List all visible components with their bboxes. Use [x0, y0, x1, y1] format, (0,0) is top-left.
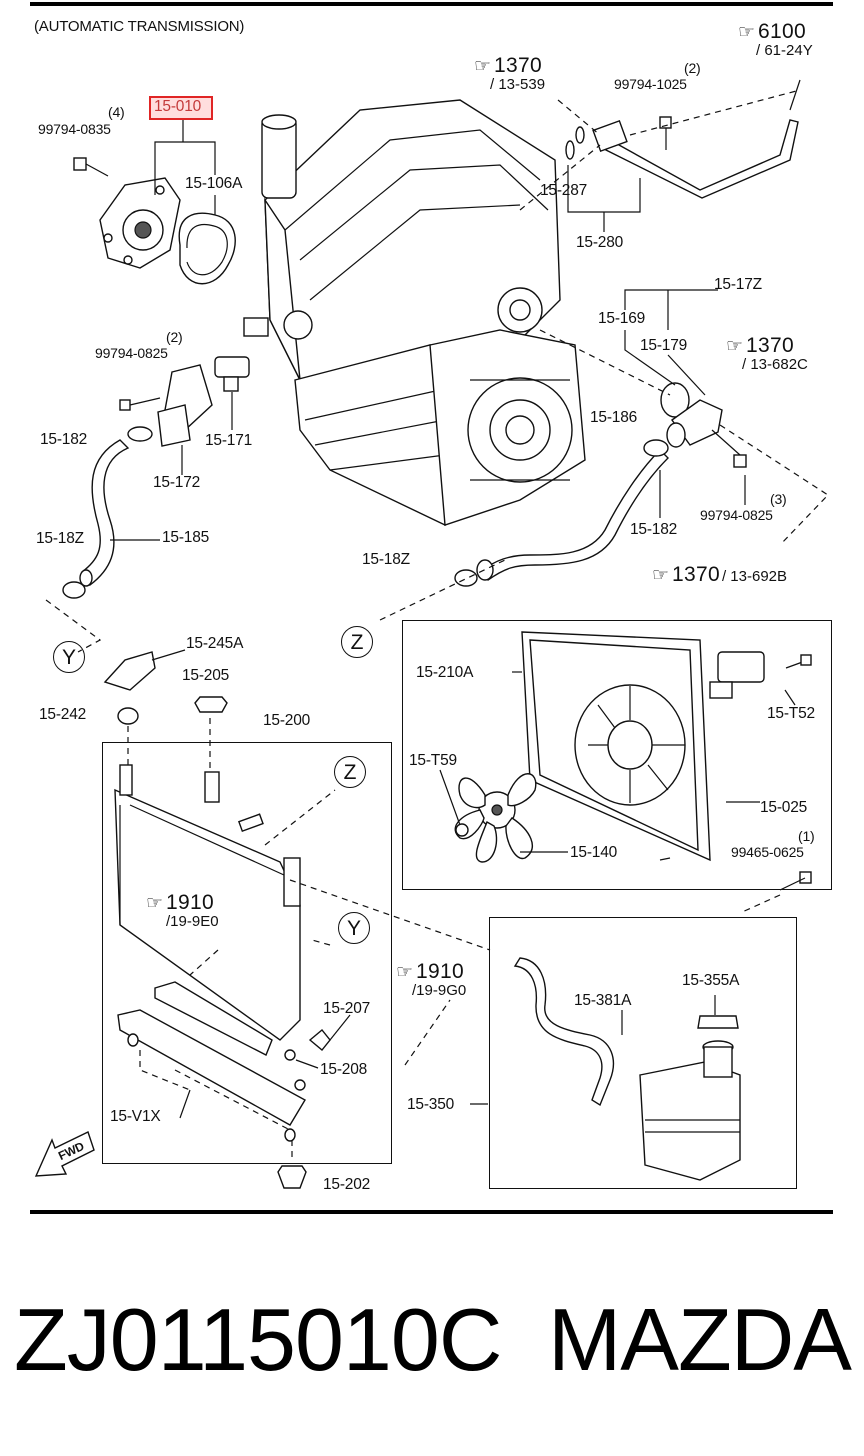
pointing-hand-icon: ☞ — [146, 893, 164, 914]
label-15-355A[interactable]: 15-355A — [682, 972, 740, 989]
brand-name: MAZDA — [548, 1290, 852, 1389]
ref-1910-9E0[interactable]: ☞1910 /19-9E0 — [146, 891, 219, 930]
ref-1910-9G0[interactable]: ☞1910 /19-9G0 — [396, 960, 467, 999]
label-qty-2a: (2) — [684, 60, 701, 76]
label-15-025[interactable]: 15-025 — [760, 799, 808, 816]
label-99794-0835[interactable]: 99794-0835 — [38, 121, 111, 137]
radiator-drawing — [114, 764, 306, 1142]
label-15-210A[interactable]: 15-210A — [416, 664, 474, 681]
label-qty-4: (4) — [108, 104, 125, 120]
label-15-182-a[interactable]: 15-182 — [40, 431, 88, 448]
label-qty-3: (3) — [770, 491, 787, 507]
label-15-17Z[interactable]: 15-17Z — [714, 276, 762, 293]
pointing-hand-icon: ☞ — [474, 56, 492, 77]
pointing-hand-icon: ☞ — [396, 962, 414, 983]
highlighted-part-box — [149, 96, 213, 120]
reservoir-group-box — [489, 917, 797, 1189]
label-qty-2b: (2) — [166, 329, 183, 345]
label-15-106A[interactable]: 15-106A — [185, 175, 243, 192]
label-99794-0825-a[interactable]: 99794-0825 — [95, 345, 168, 361]
water-pipe-drawing — [565, 116, 799, 199]
fan-shroud-drawing — [454, 631, 812, 863]
water-outlet-drawing — [660, 382, 747, 468]
label-15-245A[interactable]: 15-245A — [186, 635, 244, 652]
marker-Z-1: Z — [341, 626, 373, 658]
ref-1370-692B[interactable]: ☞1370/ 13-692B — [652, 563, 788, 586]
diagram-title: (AUTOMATIC TRANSMISSION) — [34, 18, 245, 35]
top-rule — [30, 2, 833, 6]
label-15-V1X[interactable]: 15-V1X — [110, 1108, 161, 1125]
label-15-208[interactable]: 15-208 — [320, 1061, 368, 1078]
label-15-202[interactable]: 15-202 — [323, 1176, 371, 1193]
thermostat-drawing — [119, 356, 250, 447]
label-15-18Z-b[interactable]: 15-18Z — [362, 551, 410, 568]
ref-1370-682C[interactable]: ☞1370 / 13-682C — [726, 334, 808, 373]
ref-1370-539[interactable]: ☞1370 / 13-539 — [474, 54, 546, 93]
coolant-reservoir-drawing — [513, 957, 741, 1181]
label-99465-0625[interactable]: 99465-0625 — [731, 844, 804, 860]
label-15-185[interactable]: 15-185 — [162, 529, 210, 546]
fwd-arrow-icon — [34, 1131, 95, 1177]
pointing-hand-icon: ☞ — [726, 336, 744, 357]
radiator-group-box — [102, 742, 392, 1164]
label-15-T52[interactable]: 15-T52 — [767, 705, 815, 722]
label-99794-0825-b[interactable]: 99794-0825 — [700, 507, 773, 523]
label-15-140[interactable]: 15-140 — [570, 844, 618, 861]
marker-Y-1: Y — [53, 641, 85, 673]
label-15-172[interactable]: 15-172 — [153, 474, 201, 491]
pointing-hand-icon: ☞ — [652, 565, 670, 586]
bottom-rule — [30, 1210, 833, 1214]
label-15-350[interactable]: 15-350 — [407, 1096, 455, 1113]
marker-Y-2: Y — [338, 912, 370, 944]
hose-15-185-drawing — [81, 439, 130, 587]
fan-group-box — [402, 620, 832, 890]
water-pump-drawing — [73, 157, 236, 285]
part-number: ZJ0115010C — [14, 1290, 502, 1389]
label-15-200[interactable]: 15-200 — [263, 712, 311, 729]
label-15-287[interactable]: 15-287 — [540, 182, 588, 199]
label-15-010[interactable]: 15-010 — [154, 98, 202, 115]
label-15-205[interactable]: 15-205 — [182, 667, 230, 684]
marker-Z-2: Z — [334, 756, 366, 788]
engine-block-drawing — [243, 99, 586, 527]
label-15-169[interactable]: 15-169 — [598, 310, 646, 327]
label-15-171[interactable]: 15-171 — [205, 432, 253, 449]
label-15-381A[interactable]: 15-381A — [574, 992, 632, 1009]
label-15-280[interactable]: 15-280 — [576, 234, 624, 251]
label-15-179[interactable]: 15-179 — [640, 337, 688, 354]
pointing-hand-icon: ☞ — [738, 22, 756, 43]
label-15-186[interactable]: 15-186 — [590, 409, 638, 426]
label-15-207[interactable]: 15-207 — [323, 1000, 371, 1017]
label-15-242[interactable]: 15-242 — [39, 706, 87, 723]
label-15-T59[interactable]: 15-T59 — [409, 752, 457, 769]
label-15-18Z-a[interactable]: 15-18Z — [36, 530, 84, 547]
ref-6100[interactable]: ☞6100 / 61-24Y — [738, 20, 813, 59]
label-99794-1025[interactable]: 99794-1025 — [614, 76, 687, 92]
label-15-182-b[interactable]: 15-182 — [630, 521, 678, 538]
label-qty-1: (1) — [798, 828, 815, 844]
